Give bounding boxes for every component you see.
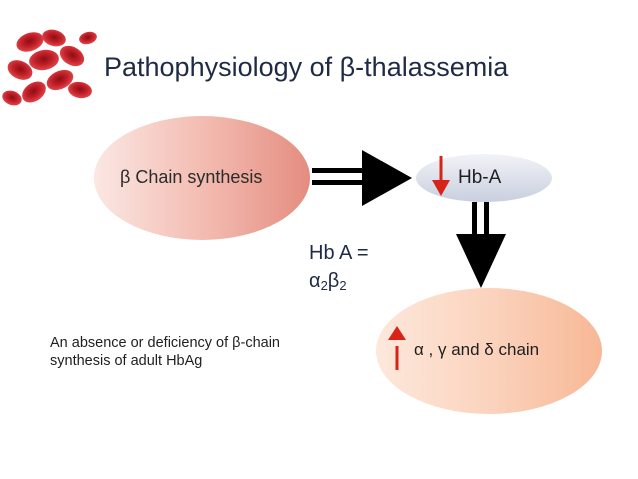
beta-subscript: 2 xyxy=(339,278,347,293)
hba-equation-formula: α2β2 xyxy=(309,270,347,293)
beta-chain-node xyxy=(94,116,310,240)
note-text: An absence or deficiency of β-chain synt… xyxy=(50,335,280,369)
alpha-symbol: α xyxy=(309,270,321,292)
beta-symbol: β xyxy=(327,270,340,292)
chains-label: α , γ and δ chain xyxy=(414,340,540,359)
beta-chain-label: β Chain synthesis xyxy=(120,167,263,187)
vertical-arrow xyxy=(456,202,506,288)
decrease-arrow-icon xyxy=(432,156,450,196)
increase-arrow-icon xyxy=(388,326,406,370)
horizontal-arrow xyxy=(312,150,412,206)
alpha-subscript: 2 xyxy=(320,278,328,293)
hba-label: Hb-A xyxy=(458,167,502,188)
red-blood-cells-logo xyxy=(2,29,97,106)
hba-equation-line1: Hb A = xyxy=(309,242,369,264)
hba-node xyxy=(416,154,552,202)
slide-title: Pathophysiology of β-thalassemia xyxy=(104,52,509,82)
chains-node xyxy=(376,288,602,414)
red-blood-cell-group xyxy=(2,29,97,106)
